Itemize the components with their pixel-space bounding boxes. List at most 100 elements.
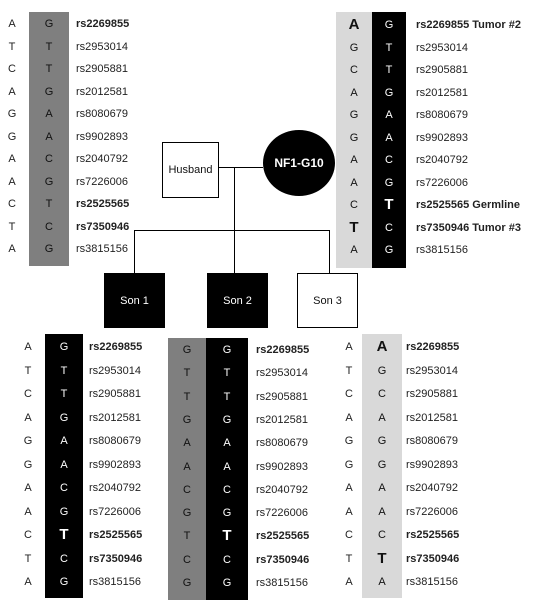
snp-id: rs2905881 (76, 63, 128, 75)
snp-id: rs3815156 (406, 576, 458, 588)
snp-id: rs2525565 (89, 529, 143, 541)
snp-id: rs2905881 (256, 390, 308, 403)
snp-id: rs7226006 (416, 176, 468, 189)
allele-2: A (223, 460, 231, 473)
son3-drop-line (329, 230, 330, 273)
allele-2: G (377, 435, 387, 447)
snp-id: rs2953014 (76, 40, 128, 53)
allele-1: C (183, 483, 191, 496)
allele-2: G (384, 19, 394, 31)
allele-2: T (384, 196, 394, 213)
son1-label: Son 1 (120, 294, 149, 307)
allele-1: A (345, 505, 353, 518)
allele-2: G (44, 243, 54, 255)
allele-1: C (350, 199, 358, 211)
snp-id: rs2953014 (256, 367, 308, 380)
allele-2: G (222, 507, 232, 520)
allele-1: G (344, 458, 354, 471)
allele-2: T (223, 390, 231, 403)
allele-2: A (378, 505, 386, 518)
snp-id: rs7350946 (76, 220, 130, 233)
allele-1: G (7, 130, 17, 143)
snp-id: rs2525565 (406, 529, 460, 541)
allele-1: A (24, 341, 32, 353)
allele-1: T (8, 40, 16, 53)
allele-1: G (344, 435, 354, 447)
allele-2: A (223, 437, 231, 450)
allele-2: T (377, 549, 387, 567)
allele-2: T (385, 41, 393, 54)
allele-2: T (60, 364, 68, 377)
marriage-line (219, 167, 263, 168)
allele-1: G (23, 458, 33, 471)
allele-2: C (385, 221, 393, 234)
allele-1: T (183, 530, 191, 543)
son2-label: Son 2 (223, 294, 252, 307)
allele-2: T (222, 527, 232, 545)
son3-box: Son 3 (297, 273, 358, 328)
snp-id: rs9902893 (256, 460, 308, 473)
snp-id: rs9902893 (406, 458, 458, 471)
proband-allele-column-2 (29, 12, 69, 266)
snp-id: rs3815156 (89, 576, 141, 588)
allele-1: A (183, 460, 191, 473)
proband-circle: NF1-G10 (263, 130, 335, 196)
allele-1: A (8, 85, 16, 98)
allele-2: A (45, 108, 53, 120)
allele-2: T (45, 40, 53, 53)
allele-2: G (44, 85, 54, 98)
snp-id: rs2012581 (256, 413, 308, 426)
snp-id: rs3815156 (416, 244, 468, 256)
snp-id: rs2012581 (76, 85, 128, 98)
snp-id: rs8080679 (76, 108, 128, 120)
allele-2: T (45, 198, 53, 210)
allele-1: C (8, 198, 16, 210)
allele-1: T (345, 364, 353, 377)
allele-2: C (45, 220, 53, 233)
allele-2: G (59, 411, 69, 424)
snp-id: rs7350946 (89, 552, 143, 565)
allele-2: A (60, 435, 68, 447)
allele-2: C (60, 482, 68, 494)
snp-id: rs2269855 (76, 18, 130, 30)
allele-1: A (348, 16, 360, 33)
husband-label: Husband (168, 164, 213, 176)
allele-2: G (59, 576, 69, 588)
snp-id: rs2269855 (256, 344, 310, 356)
allele-2: T (45, 63, 53, 75)
allele-1: T (24, 364, 32, 377)
allele-1: A (24, 411, 32, 424)
allele-1: T (24, 552, 32, 565)
allele-1: G (182, 507, 192, 520)
allele-1: G (349, 131, 359, 144)
snp-id: rs2905881 (416, 64, 468, 76)
allele-1: C (345, 529, 353, 541)
